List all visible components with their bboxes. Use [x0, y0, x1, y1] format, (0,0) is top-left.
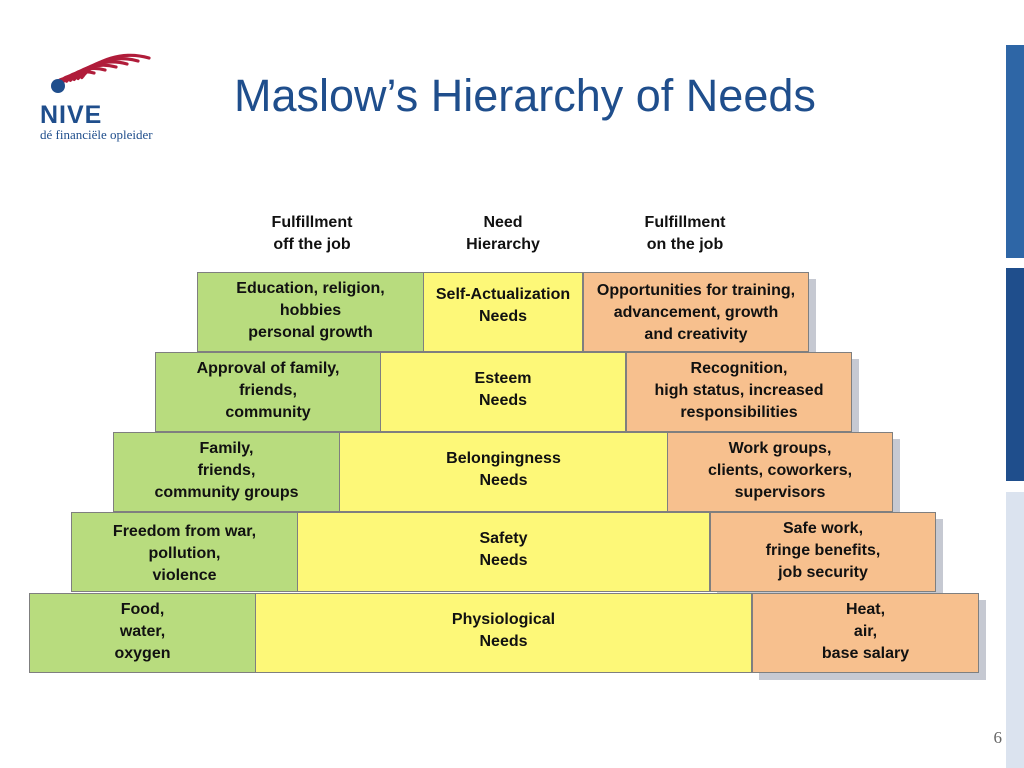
box-line: Physiological — [451, 611, 556, 628]
box-line: Needs — [479, 472, 528, 489]
box-line: responsibilities — [680, 404, 798, 421]
box-line: Self-Actualization — [435, 286, 571, 303]
box-line: oxygen — [114, 645, 171, 662]
on-job-belongingness: Work groups, clients, coworkers, supervi… — [667, 432, 893, 512]
box-line: personal growth — [248, 324, 373, 341]
box-line: hobbies — [279, 302, 342, 319]
box-line: community — [225, 404, 311, 421]
off-job-esteem: Approval of family, friends, community — [155, 352, 381, 432]
nive-swirl-logo-icon — [51, 53, 151, 93]
column-header-line: Fulfillment — [271, 214, 353, 231]
need-esteem: Esteem Needs — [380, 352, 626, 432]
box-line: Heat, — [845, 601, 886, 618]
logo-swirl-arc — [80, 53, 151, 80]
box-line: friends, — [239, 382, 297, 399]
on-job-safety: Safe work, fringe benefits, job security — [710, 512, 936, 592]
need-self-actualization: Self-Actualization Needs — [423, 272, 583, 352]
box-line: violence — [152, 567, 217, 584]
box-line: job security — [778, 564, 868, 581]
logo-dot — [51, 79, 65, 93]
box-line: Safe work, — [782, 520, 864, 537]
edge-stripe-bottom — [1006, 492, 1024, 768]
off-job-safety: Freedom from war, pollution, violence — [71, 512, 298, 592]
box-line: Needs — [479, 552, 528, 569]
box-line: and creativity — [644, 326, 748, 343]
column-header-on-job: Fulfillment on the job — [590, 212, 780, 256]
box-line: Needs — [478, 392, 528, 409]
box-line: Freedom from war, — [112, 523, 257, 540]
logo-swirl-arc — [76, 57, 140, 81]
column-header-line: on the job — [646, 236, 724, 253]
box-line: Opportunities for training, — [596, 282, 796, 299]
box-line: Family, — [199, 440, 254, 457]
off-job-physiological: Food, water, oxygen — [29, 593, 256, 673]
edge-stripe-top — [1006, 45, 1024, 258]
box-line: Food, — [120, 601, 165, 618]
column-header-line: Hierarchy — [466, 236, 540, 253]
logo-tagline: dé financiële opleider — [40, 127, 153, 142]
box-line: Needs — [478, 308, 528, 325]
box-line: supervisors — [734, 484, 826, 501]
slide-title: Maslow’s Hierarchy of Needs — [234, 70, 816, 121]
box-line: fringe benefits, — [765, 542, 881, 559]
box-line: Approval of family, — [196, 360, 340, 377]
box-line: base salary — [821, 645, 910, 662]
box-line: Needs — [479, 633, 528, 650]
box-line: Work groups, — [728, 440, 832, 457]
column-header-line: Fulfillment — [644, 214, 726, 231]
column-header-line: Need — [483, 214, 523, 231]
box-line: Education, religion, — [236, 280, 385, 297]
off-job-self-actualization: Education, religion, hobbies personal gr… — [197, 272, 424, 352]
logo-wordmark: NIVE — [40, 101, 103, 129]
box-line: Belongingness — [446, 450, 561, 467]
column-header-off-job: Fulfillment off the job — [217, 212, 407, 256]
box-line: Esteem — [474, 370, 532, 387]
on-job-self-actualization: Opportunities for training, advancement,… — [583, 272, 809, 352]
box-line: air, — [853, 623, 878, 640]
box-line: pollution, — [148, 545, 221, 562]
on-job-physiological: Heat, air, base salary — [752, 593, 979, 673]
off-job-belongingness: Family, friends, community groups — [113, 432, 340, 512]
need-safety: Safety Needs — [297, 512, 710, 592]
column-header-line: off the job — [273, 236, 351, 253]
page-number: 6 — [993, 728, 1003, 747]
need-belongingness: Belongingness Needs — [339, 432, 668, 512]
on-job-esteem: Recognition, high status, increased resp… — [626, 352, 852, 432]
box-line: water, — [119, 623, 166, 640]
edge-stripe-middle — [1006, 268, 1024, 481]
box-line: clients, coworkers, — [707, 462, 853, 479]
need-physiological: Physiological Needs — [255, 593, 752, 673]
box-line: community groups — [154, 484, 299, 501]
box-line: Safety — [479, 530, 528, 547]
box-line: Recognition, — [690, 360, 788, 377]
nive-logo: NIVE dé financiële opleider — [38, 34, 178, 144]
column-header-need-hierarchy: Need Hierarchy — [408, 212, 598, 256]
box-line: advancement, growth — [613, 304, 779, 321]
box-line: high status, increased — [654, 382, 824, 399]
box-line: friends, — [197, 462, 256, 479]
